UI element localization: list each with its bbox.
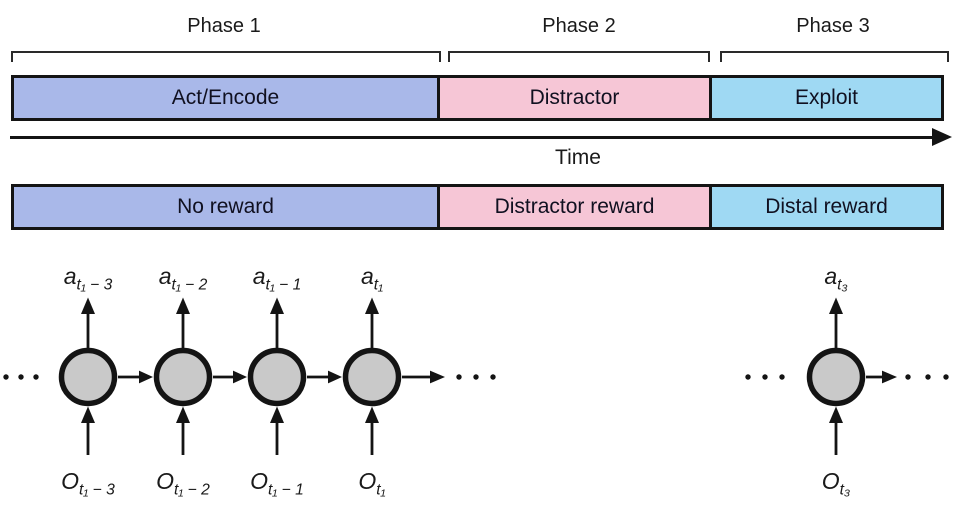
action-base: a — [63, 263, 77, 289]
obs-sub: t₁ − 3 — [79, 481, 115, 499]
rnn-node-4 — [342, 347, 402, 407]
phase-2-label: Phase 2 — [542, 15, 616, 37]
action-base: a — [252, 263, 266, 289]
obs-label-t1-1: Ot₁ − 1 — [217, 464, 337, 498]
action-sub: t₁ − 3 — [76, 276, 113, 294]
action-label-t3: at₃ — [776, 259, 896, 293]
obs-base: O — [821, 468, 840, 494]
obs-base: O — [358, 468, 377, 494]
action-label-t1-3: at₁ − 3 — [28, 259, 148, 293]
action-label-t1: at₁ — [312, 259, 432, 293]
no-reward-bar: No reward — [11, 184, 440, 230]
action-label-t1-1: at₁ − 1 — [217, 259, 337, 293]
action-sub: t₁ — [373, 276, 384, 294]
obs-base: O — [61, 468, 80, 494]
ellipsis-left-icon — [3, 374, 39, 380]
rnn-node-2 — [153, 347, 213, 407]
time-label: Time — [555, 146, 601, 169]
ellipsis-middle-left-icon — [456, 374, 496, 380]
rnn-node-3 — [247, 347, 307, 407]
action-label-t1-2: at₁ − 2 — [123, 259, 243, 293]
obs-sub: t₁ — [376, 481, 386, 499]
time-arrowhead-icon — [932, 128, 952, 146]
obs-label-t1-2: Ot₁ − 2 — [123, 464, 243, 498]
action-sub: t₁ − 1 — [265, 276, 302, 294]
distractor-bar: Distractor — [437, 75, 712, 121]
phase-1-bracket — [11, 51, 441, 62]
act-encode-bar: Act/Encode — [11, 75, 440, 121]
phase-2-bracket — [448, 51, 710, 62]
obs-label-t3: Ot₃ — [776, 464, 896, 498]
action-sub: t₃ — [837, 276, 848, 294]
action-output-arrows — [81, 297, 843, 348]
action-base: a — [158, 263, 172, 289]
obs-sub: t₁ − 1 — [268, 481, 304, 499]
obs-sub: t₁ − 2 — [174, 481, 210, 499]
phase-3-bracket — [720, 51, 949, 62]
action-base: a — [824, 263, 838, 289]
ellipsis-middle-right-icon — [745, 374, 785, 380]
rnn-node-5 — [806, 347, 866, 407]
obs-base: O — [156, 468, 175, 494]
exploit-bar: Exploit — [709, 75, 944, 121]
distal-reward-bar: Distal reward — [709, 184, 944, 230]
distractor-reward-bar: Distractor reward — [437, 184, 712, 230]
phase-3-label: Phase 3 — [796, 15, 870, 37]
rnn-node-1 — [58, 347, 118, 407]
phase-1-label: Phase 1 — [187, 15, 261, 37]
obs-base: O — [250, 468, 269, 494]
rnn-diagram — [3, 297, 949, 455]
obs-label-t1: Ot₁ — [312, 464, 432, 498]
time-arrow-line — [10, 136, 934, 139]
rnn-nodes — [58, 347, 866, 407]
action-sub: t₁ − 2 — [171, 276, 208, 294]
recurrent-arrows — [118, 370, 897, 384]
action-base: a — [360, 263, 374, 289]
obs-label-t1-3: Ot₁ − 3 — [28, 464, 148, 498]
ellipsis-right-icon — [905, 374, 949, 380]
obs-sub: t₃ — [839, 481, 851, 499]
observation-input-arrows — [81, 406, 843, 455]
